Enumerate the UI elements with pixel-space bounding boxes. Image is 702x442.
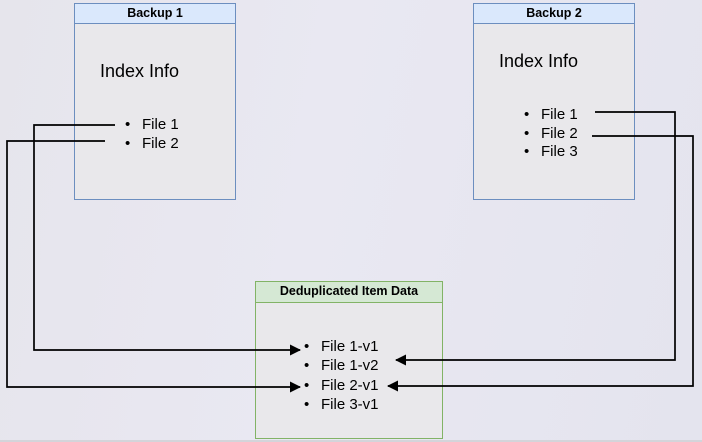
backup-1-index-info-label: Index Info xyxy=(100,61,180,81)
node-backup-2: Backup 2 Index Info File 1 File 2 File 3 xyxy=(473,3,635,200)
backup-2-index-info-label: Index Info xyxy=(499,51,579,71)
node-backup-1: Backup 1 Index Info File 1 File 2 xyxy=(74,3,236,200)
backup-2-file-item: File 3 xyxy=(524,143,578,162)
node-deduplicated-item-data: Deduplicated Item Data File 1-v1 File 1-… xyxy=(255,281,443,439)
backup-2-file-item: File 1 xyxy=(524,106,578,125)
backup-2-file-item: File 2 xyxy=(524,125,578,144)
backup-1-file-item: File 2 xyxy=(125,135,179,154)
backup-1-file-list: File 1 File 2 xyxy=(125,116,179,153)
backup-1-title: Backup 1 xyxy=(75,4,235,24)
dedup-item: File 1-v2 xyxy=(304,356,379,376)
backup-2-title: Backup 2 xyxy=(474,4,634,24)
backup-2-file-list: File 1 File 2 File 3 xyxy=(524,106,578,162)
dedup-item: File 1-v1 xyxy=(304,337,379,357)
dedup-title: Deduplicated Item Data xyxy=(256,282,442,303)
dedup-item: File 2-v1 xyxy=(304,376,379,396)
dedup-item: File 3-v1 xyxy=(304,395,379,415)
dedup-item-list: File 1-v1 File 1-v2 File 2-v1 File 3-v1 xyxy=(304,337,379,414)
backup-1-file-item: File 1 xyxy=(125,116,179,135)
